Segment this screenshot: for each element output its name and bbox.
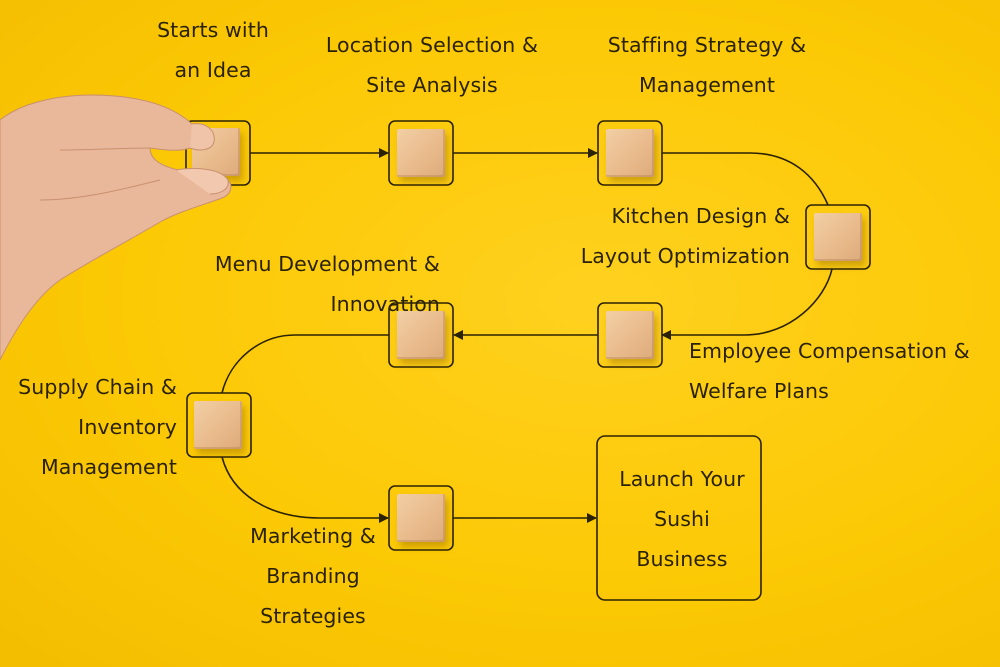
curve-3-4 [662, 152, 829, 206]
block-step-8 [397, 494, 445, 542]
block-step-7 [194, 401, 242, 449]
curve-7-8 [221, 456, 389, 523]
label-step-2: Location Selection &Site Analysis [325, 33, 539, 97]
block-step-5 [606, 311, 654, 359]
label-step-4: Kitchen Design &Layout Optimization [580, 204, 790, 268]
block-step-3 [606, 129, 654, 177]
label-step-3: Staffing Strategy &Management [607, 33, 807, 97]
block-step-6 [397, 311, 445, 359]
frame-step-7 [186, 392, 252, 458]
block-step-2 [397, 129, 445, 177]
label-step-6: Menu Development &Innovation [214, 252, 440, 316]
block-step-4 [814, 213, 862, 261]
label-step-5: Employee Compensation &Welfare Plans [689, 339, 970, 403]
frame-final [596, 435, 762, 601]
frame-step-4 [805, 204, 871, 270]
curve-4-5 [661, 268, 833, 340]
curve-6-7 [221, 334, 389, 394]
